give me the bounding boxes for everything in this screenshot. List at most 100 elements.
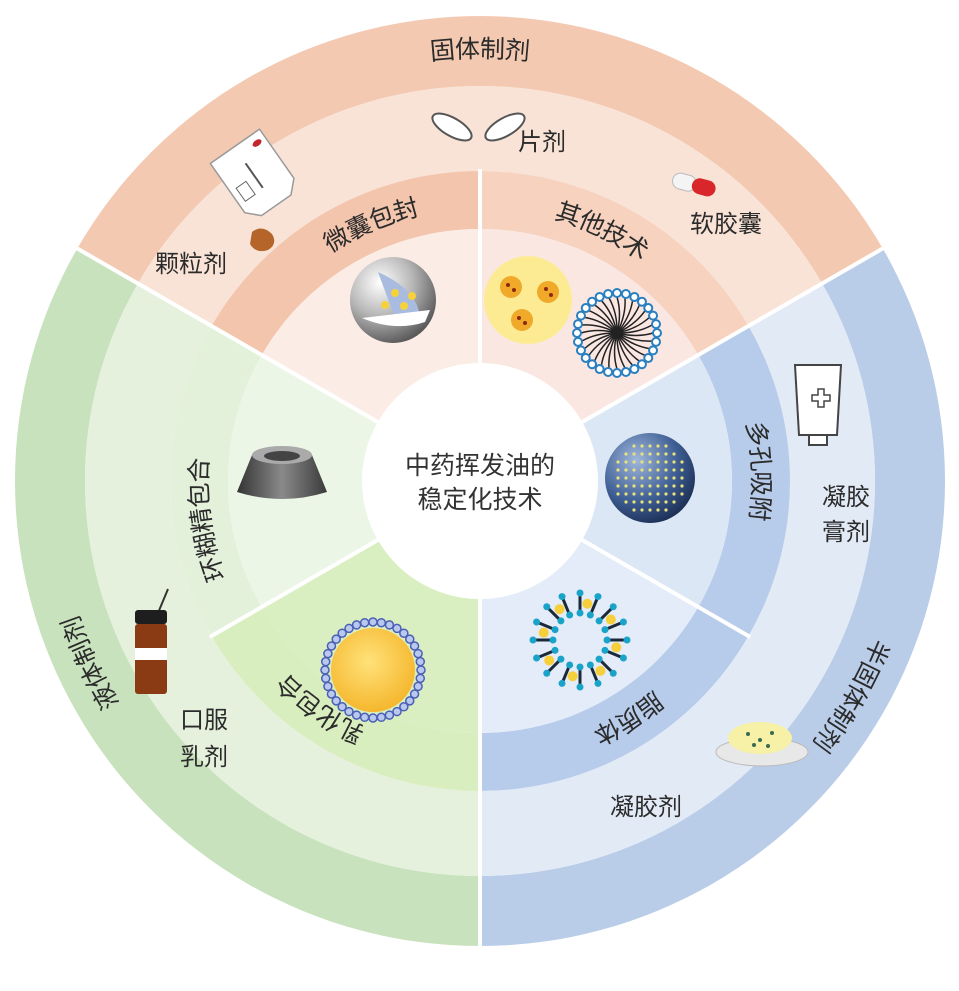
pore-dot — [616, 460, 620, 464]
micelle-tail — [600, 300, 618, 334]
lipid-head — [576, 663, 584, 671]
lipid-tail — [590, 598, 599, 613]
tablet-icon — [431, 112, 526, 142]
pore-dot — [656, 492, 660, 496]
lipid-tail — [538, 650, 553, 659]
pore-dot — [640, 452, 644, 456]
pore-dot — [656, 484, 660, 488]
pore-dot — [672, 468, 676, 472]
pore-dot — [656, 460, 660, 464]
pore-dot — [648, 508, 652, 512]
lipid-head — [601, 646, 609, 654]
center-title-line2: 稳定化技术 — [417, 485, 542, 514]
micelle-head — [572, 328, 582, 338]
pore-dot — [632, 508, 636, 512]
lipid-tail — [600, 607, 613, 620]
emulsifier-bead — [405, 696, 415, 706]
label-oral-emulsion-2: 乳剂 — [180, 743, 228, 771]
micelle-tail — [593, 332, 618, 362]
micelle-head — [643, 303, 654, 314]
emulsifier-bead — [368, 713, 378, 723]
pore-dot — [640, 460, 644, 464]
lipid-head — [609, 669, 617, 677]
micelle-head — [650, 319, 661, 330]
pore-dot — [632, 500, 636, 504]
ring-cyclodextrin — [169, 326, 262, 636]
micelle-tail — [616, 332, 653, 342]
micelle-tail — [600, 332, 618, 366]
lipid-head — [619, 618, 627, 626]
label-granule: 颗粒剂 — [155, 250, 227, 278]
emulsifier-bead — [326, 689, 337, 699]
micelle-head — [629, 291, 640, 302]
micelle-head — [603, 289, 614, 300]
pore-dot — [648, 468, 652, 472]
micelle-head — [650, 336, 661, 347]
sector-dividers — [74, 169, 886, 948]
lipid-head — [543, 669, 551, 677]
pore-dot — [632, 460, 636, 464]
lipid-tail — [547, 660, 560, 673]
divider-line — [74, 245, 382, 426]
emulsifier-bead — [359, 712, 370, 723]
pore-dot — [680, 468, 684, 472]
emulsifier-bead — [416, 665, 426, 675]
pore-dot — [680, 476, 684, 480]
emulsifier-bead — [326, 641, 337, 651]
micelle-head — [643, 352, 654, 363]
emulsifier-bead — [351, 620, 362, 630]
label-gel: 凝胶剂 — [610, 793, 682, 821]
pore-dot — [632, 452, 636, 456]
ring-porous — [698, 326, 790, 636]
lipid-head — [566, 611, 574, 619]
micelle-head — [580, 352, 591, 363]
pore-dot — [680, 460, 684, 464]
emulsifier-bead — [376, 712, 387, 723]
emulsifier-bead — [399, 628, 409, 638]
lipid-head — [533, 654, 541, 662]
lipid-head — [576, 589, 584, 597]
porous-sphere-icon — [605, 433, 695, 523]
micelle-head — [573, 319, 584, 330]
pore-dot — [640, 484, 644, 488]
oral-emulsion-bottle-icon — [135, 588, 169, 694]
lipid-tail — [538, 621, 553, 630]
pore-dot — [664, 452, 668, 456]
pore-dot — [640, 500, 644, 504]
lipid-head — [543, 603, 551, 611]
liposome-icon — [529, 589, 631, 691]
pore-dot — [656, 444, 660, 448]
pore-dot — [648, 444, 652, 448]
emulsifier-bead — [368, 617, 378, 627]
pore-dot — [656, 508, 660, 512]
label-oral-emulsion-1: 口服 — [180, 706, 228, 734]
divider-line — [578, 245, 886, 426]
oil-molecule — [582, 598, 593, 609]
cyclodextrin-icon — [237, 446, 327, 499]
label-soft-capsule: 软胶囊 — [690, 210, 762, 238]
emulsifier-bead — [399, 702, 409, 712]
pore-dot — [632, 476, 636, 480]
pore-dot — [664, 500, 668, 504]
lipid-head — [586, 611, 594, 619]
pore-dot — [648, 476, 652, 480]
emulsifier-bead — [351, 710, 362, 720]
gel-dish-icon — [715, 722, 809, 767]
micelle-head — [575, 345, 586, 356]
pore-dot — [656, 476, 660, 480]
emulsifier-bead — [331, 696, 341, 706]
emulsifier-bead — [384, 620, 395, 630]
lipid-head — [623, 636, 631, 644]
lipid-head — [609, 603, 617, 611]
micelle-tail — [608, 332, 618, 369]
pore-dot — [624, 460, 628, 464]
pore-dot — [672, 492, 676, 496]
pore-dot — [616, 476, 620, 480]
oil-molecule — [544, 655, 555, 666]
pore-dot — [648, 452, 652, 456]
pore-dot — [640, 444, 644, 448]
micelle-tail — [616, 332, 634, 366]
lipid-head — [586, 661, 594, 669]
micelle-head — [603, 366, 614, 377]
outer-band-semisolid — [480, 248, 945, 946]
